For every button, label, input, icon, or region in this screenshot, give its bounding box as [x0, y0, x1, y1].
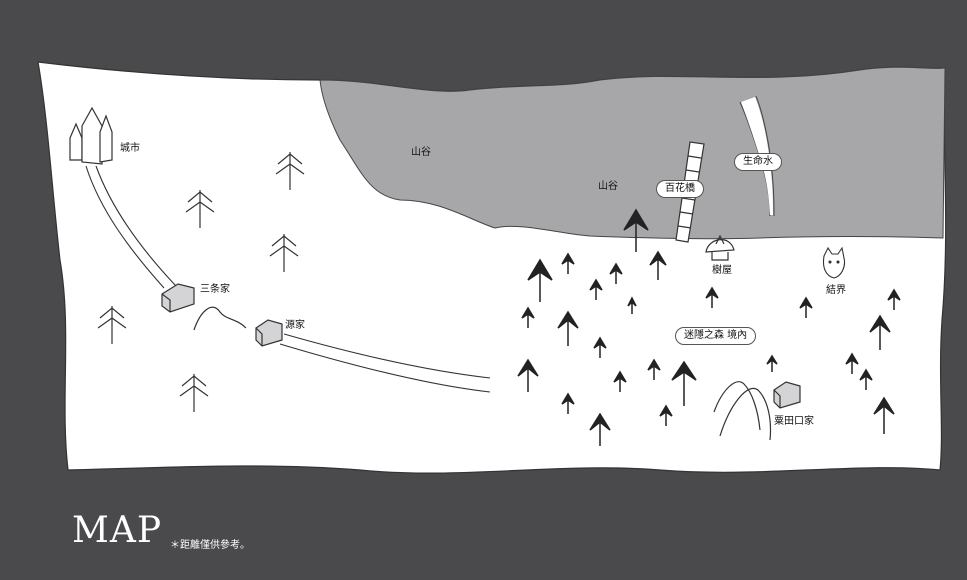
outline-trees [97, 152, 305, 412]
label-minamoto: 源家 [285, 320, 305, 331]
label-kuritaguchi: 粟田口家 [774, 416, 814, 427]
valley-region [319, 66, 946, 240]
house-icon-kuritaguchi [773, 381, 801, 409]
label-seimei-water: 生命水 [734, 153, 782, 171]
distance-note: ＊距離僅供參考。 [170, 540, 250, 551]
house-icon-minamoto [255, 319, 283, 347]
label-city: 城市 [120, 143, 140, 154]
label-barrier: 結界 [826, 285, 846, 296]
label-hyakka-bridge: 百花橋 [656, 180, 704, 198]
label-valley-top: 山谷 [411, 147, 431, 158]
treehouse-icon [705, 234, 735, 261]
fox-icon [822, 246, 846, 279]
hills [193, 306, 772, 441]
house-icon-sanjo [161, 283, 195, 313]
forest-trees [517, 208, 901, 446]
map-title: MAP [72, 510, 163, 551]
label-valley-mid: 山谷 [598, 181, 618, 192]
label-sanjo: 三条家 [200, 284, 230, 295]
label-treehouse: 樹屋 [712, 265, 732, 276]
roads [85, 165, 491, 393]
label-forest: 迷隱之森 境內 [675, 327, 757, 345]
castle-icon [69, 106, 113, 165]
